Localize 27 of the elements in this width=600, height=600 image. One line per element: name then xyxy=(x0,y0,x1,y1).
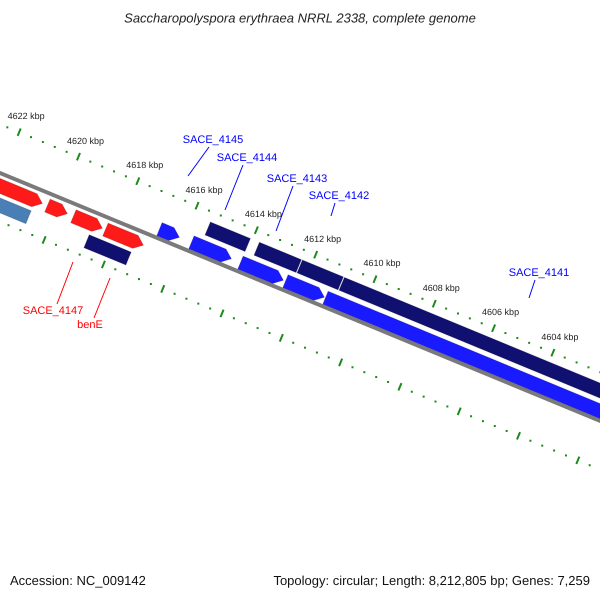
gene-label: SACE_4141 xyxy=(508,267,570,279)
leader-line xyxy=(330,202,336,216)
tick-label: 4620 kbp xyxy=(66,136,104,146)
tick-label: 4618 kbp xyxy=(126,160,164,170)
tick-label: 4608 kbp xyxy=(422,282,460,293)
tick-label: 4604 kbp xyxy=(541,332,578,342)
tick-label: 4610 kbp xyxy=(363,258,400,268)
tick-label: 4616 kbp xyxy=(186,184,223,195)
gene-label: SACE_4147 xyxy=(22,305,84,317)
gene-label: SACE_4142 xyxy=(308,190,370,202)
leader-line xyxy=(224,164,244,210)
gene-label: SACE_4144 xyxy=(216,152,278,164)
title: Saccharopolyspora erythraea NRRL 2338, complete genome xyxy=(124,10,476,26)
leader-line xyxy=(56,262,74,304)
footer-text: Topology: circular; Length: 8,212,805 bp; Genes: 7,259 xyxy=(273,573,590,588)
footer-text: Accession: NC_009142 xyxy=(10,573,146,588)
tick-label: 4622 kbp xyxy=(8,111,45,122)
gene-label: SACE_4143 xyxy=(266,173,328,185)
leader-line xyxy=(528,280,536,298)
tick-label: 4612 kbp xyxy=(304,234,342,244)
leader-line xyxy=(94,278,110,318)
gene-label: benE xyxy=(77,319,103,331)
tick-label: 4614 kbp xyxy=(244,209,282,220)
tick-label: 4606 kbp xyxy=(482,307,520,318)
leader-line xyxy=(276,186,294,232)
leader-line xyxy=(188,146,210,176)
gene-label: SACE_4145 xyxy=(182,134,244,146)
